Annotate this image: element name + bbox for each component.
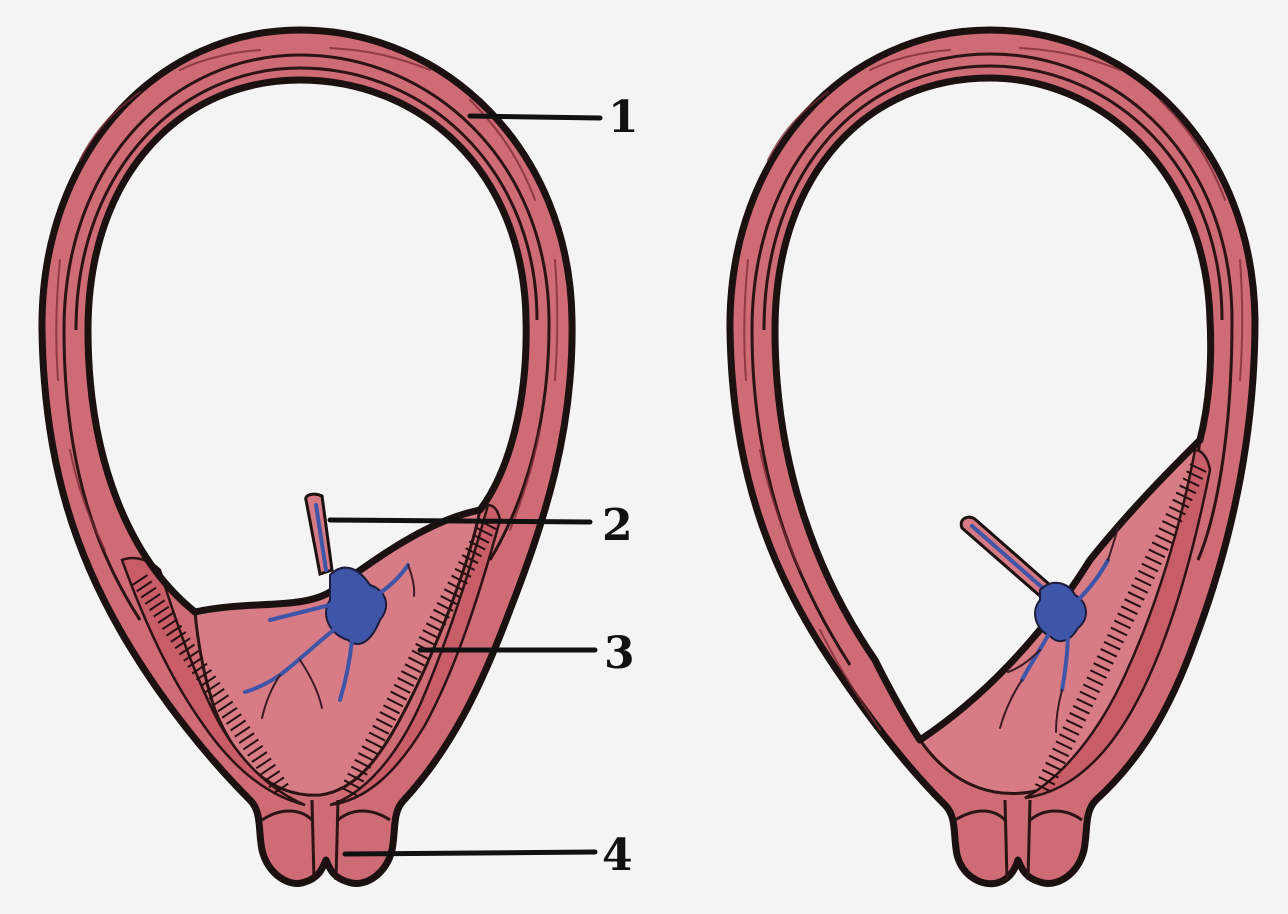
leader-line-1 bbox=[470, 116, 600, 118]
right-uterus-drawing bbox=[730, 30, 1255, 884]
callout-label-3: 3 bbox=[604, 628, 635, 679]
callout-label-4: 4 bbox=[602, 830, 633, 881]
left-uterus-drawing bbox=[42, 30, 572, 883]
leader-line-2 bbox=[330, 520, 590, 522]
callout-label-1: 1 bbox=[608, 92, 639, 143]
callout-label-2: 2 bbox=[602, 500, 633, 551]
leader-line-4 bbox=[345, 852, 595, 854]
